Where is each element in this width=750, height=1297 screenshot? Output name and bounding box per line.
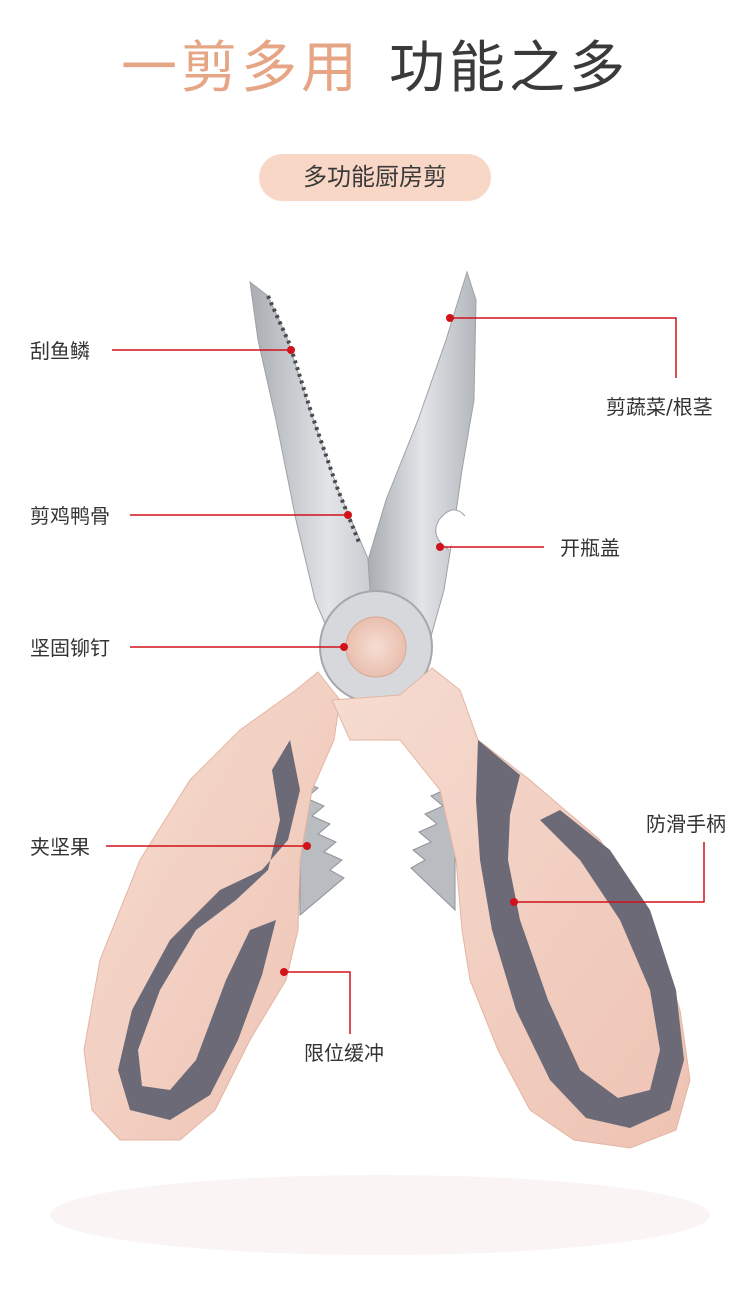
bottle-opener-notch bbox=[435, 509, 466, 551]
floor-reflection bbox=[50, 1175, 710, 1255]
label-nut-cracker: 夹坚果 bbox=[30, 835, 90, 859]
label-cut-bones: 剪鸡鸭骨 bbox=[30, 504, 110, 528]
label-limit-buffer: 限位缓冲 bbox=[304, 1041, 384, 1065]
title-accent: 一剪多用 bbox=[121, 36, 361, 101]
label-bottle-opener: 开瓶盖 bbox=[560, 536, 620, 560]
title-dark: 功能之多 bbox=[389, 36, 629, 101]
label-scale-fish: 刮鱼鳞 bbox=[30, 339, 90, 363]
label-anti-slip-handle: 防滑手柄 bbox=[646, 812, 726, 836]
product-badge: 多功能厨房剪 bbox=[259, 154, 491, 201]
rivet-inner bbox=[345, 616, 407, 678]
label-cut-vegetables: 剪蔬菜/根茎 bbox=[606, 395, 713, 419]
leader-limit-buffer bbox=[284, 971, 351, 1034]
label-rivet: 坚固铆钉 bbox=[30, 636, 110, 660]
page-title: 一剪多用功能之多 bbox=[0, 34, 750, 104]
leader-anti-slip-handle bbox=[514, 842, 705, 903]
left-blade-serration bbox=[266, 295, 362, 546]
right-handle-grip bbox=[476, 740, 684, 1128]
left-handle-grip bbox=[118, 740, 300, 1120]
leader-cut-vegetables bbox=[450, 317, 677, 378]
leader-lines bbox=[106, 314, 705, 1034]
